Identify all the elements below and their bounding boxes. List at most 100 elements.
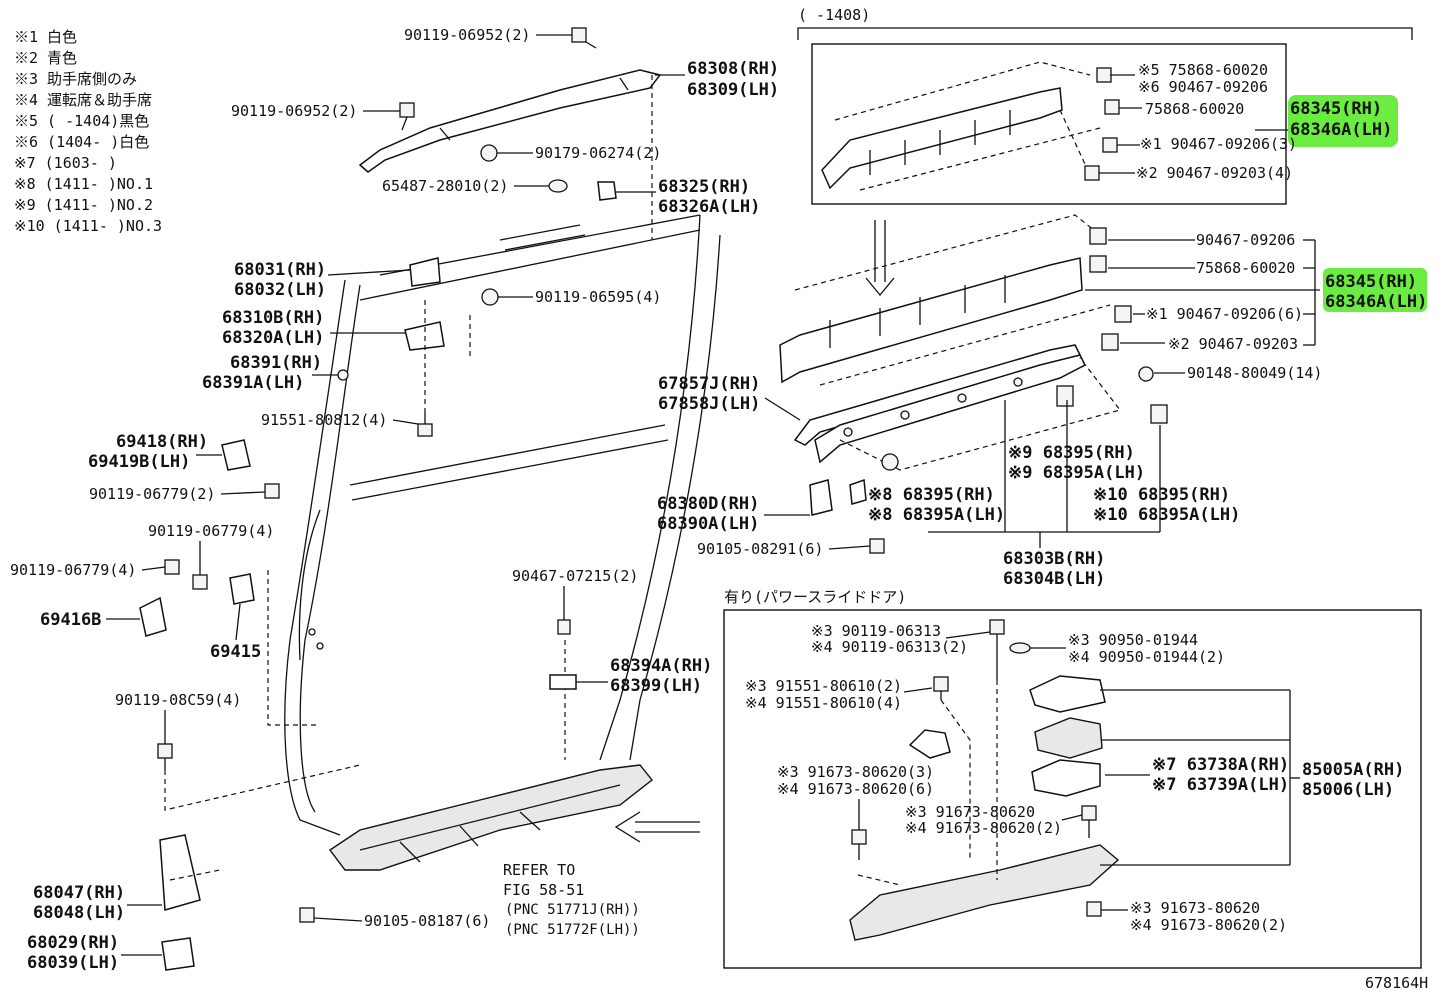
assembly-guides: [164, 75, 653, 881]
part-label: 68303B(RH): [1003, 549, 1105, 569]
bolt-icon: [571, 27, 597, 49]
part-label: ※4 91673-80620(2): [1130, 916, 1287, 934]
highlight-marker: [1288, 95, 1398, 147]
part-label: ※3 90950-01944: [1068, 631, 1198, 649]
part-labels: 90119-06952(2) 90119-06952(2) 68308(RH) …: [10, 26, 871, 973]
part-label: 68390A(LH): [657, 514, 759, 534]
note-5: ※5 ( -1404)黒色: [14, 112, 149, 130]
mid-right-labels: 90467-09206 75868-60020 68345(RH) 68346A…: [868, 231, 1427, 589]
leader-lines-right: [1085, 74, 1320, 374]
part-label: 68310B(RH): [222, 308, 324, 328]
notes-legend: ※1 白色 ※2 青色 ※3 助手席側のみ ※4 運転席＆助手席 ※5 ( -1…: [14, 28, 162, 235]
hinge-icon: [161, 937, 195, 971]
part-label: ※1 90467-09206(3): [1140, 135, 1297, 153]
part-label: ※4 91551-80610(4): [745, 694, 902, 712]
bolt-icon: [164, 559, 180, 575]
part-label: ※2 90467-09203: [1168, 335, 1298, 353]
upper-rail: [358, 69, 662, 173]
part-label: 69419B(LH): [88, 452, 190, 472]
part-label: 90467-07215(2): [512, 567, 638, 585]
part-label: 68029(RH): [27, 933, 119, 953]
part-label: 69418(RH): [116, 432, 208, 452]
bolt-icon: [192, 574, 208, 590]
part-label: 67857J(RH): [658, 374, 760, 394]
part-label: ※7 63738A(RH): [1152, 755, 1289, 775]
refer-line: (PNC 51772F(LH)): [505, 922, 640, 938]
part-label: 68320A(LH): [222, 328, 324, 348]
part-label: 69416B: [40, 610, 101, 630]
part-label: 90119-06779(4): [10, 561, 136, 579]
note-4: ※4 運転席＆助手席: [14, 91, 152, 109]
part-label: 68039(LH): [27, 953, 119, 973]
washer-icon: [337, 369, 349, 381]
note-1: ※1 白色: [14, 28, 77, 46]
part-label: 68399(LH): [610, 676, 702, 696]
part-label: 75868-60020: [1145, 100, 1244, 118]
refer-line: (PNC 51771J(RH)): [505, 902, 640, 918]
part-label: 90179-06274(2): [535, 144, 661, 162]
part-label: 85006(LH): [1302, 780, 1394, 800]
part-label: 85005A(RH): [1302, 760, 1404, 780]
part-label: 90119-06952(2): [404, 26, 530, 44]
part-label: 90467-09206: [1196, 231, 1295, 249]
note-9: ※9 (1411- )NO.2: [14, 196, 153, 214]
part-label: ※3 90119-06313: [811, 622, 941, 640]
part-label: 68394A(RH): [610, 656, 712, 676]
part-label: 90105-08291(6): [697, 540, 823, 558]
part-label: 68031(RH): [234, 260, 326, 280]
note-7: ※7 (1603- ): [14, 154, 117, 172]
part-label: 90119-06779(4): [148, 522, 274, 540]
part-label: 67858J(LH): [658, 394, 760, 414]
arrow-left-icon: [614, 811, 700, 843]
part-label: ※10 68395A(LH): [1093, 505, 1240, 525]
part-label: 65487-28010(2): [382, 177, 508, 195]
part-label: ※3 91673-80620: [1130, 899, 1260, 917]
part-label: ※8 68395(RH): [868, 485, 995, 505]
part-label: 90105-08187(6): [364, 912, 490, 930]
power-door-box: 有り(パワースライドドア): [723, 588, 1422, 969]
highlight-marker: [1323, 268, 1427, 312]
part-label: 68304B(LH): [1003, 569, 1105, 589]
box-part-labels: ※5 75868-60020 ※6 90467-09206 75868-6002…: [1136, 61, 1392, 182]
part-label: ※1 90467-09206(6): [1146, 305, 1303, 323]
sill-clips: [809, 366, 1168, 554]
clip-icon: [548, 179, 568, 193]
part-label-highlighted: 68346A(LH): [1325, 292, 1427, 312]
range-label: ( -1408): [798, 6, 870, 24]
part-label: 68325(RH): [658, 177, 750, 197]
bolt-icon: [299, 907, 315, 923]
power-door-label: 有り(パワースライドドア): [724, 588, 906, 606]
refer-line: REFER TO: [503, 861, 575, 879]
part-label: ※9 68395A(LH): [1008, 463, 1145, 483]
hinge-bracket-icon: [409, 257, 441, 287]
part-label: 68326A(LH): [658, 197, 760, 217]
lower-rail-assembly: [328, 764, 653, 871]
part-label: 68308(RH): [687, 59, 779, 79]
part-label: ※7 63739A(LH): [1152, 775, 1289, 795]
bolt-icon: [481, 288, 499, 306]
bolt-icon: [399, 102, 415, 131]
part-label: 68380D(RH): [657, 494, 759, 514]
part-label: ※9 68395(RH): [1008, 443, 1135, 463]
part-label: 90119-08C59(4): [115, 691, 241, 709]
side-moulding: [779, 214, 1132, 386]
part-label: ※4 90119-06313(2): [811, 638, 968, 656]
part-label: 90148-80049(14): [1187, 364, 1322, 382]
power-door-labels: ※3 90119-06313 ※4 90119-06313(2) ※3 9095…: [745, 622, 1404, 934]
bolt-icon: [264, 483, 280, 499]
note-3: ※3 助手席側のみ: [14, 70, 137, 88]
part-label: 68309(LH): [687, 80, 779, 100]
note-10: ※10 (1411- )NO.3: [14, 217, 162, 235]
part-label: ※3 91551-80610(2): [745, 677, 902, 695]
part-label: 75868-60020: [1196, 259, 1295, 277]
part-label: ※2 90467-09203(4): [1136, 164, 1293, 182]
part-label-highlighted: 68345(RH): [1290, 99, 1382, 119]
note-8: ※8 (1411- )NO.1: [14, 175, 153, 193]
nut-icon: [480, 144, 498, 162]
hinge-icon: [159, 834, 201, 911]
clip-icon: [549, 619, 577, 690]
part-label: ※3 91673-80620: [905, 803, 1035, 821]
bolt-icon: [417, 410, 433, 437]
part-label: 68032(LH): [234, 280, 326, 300]
